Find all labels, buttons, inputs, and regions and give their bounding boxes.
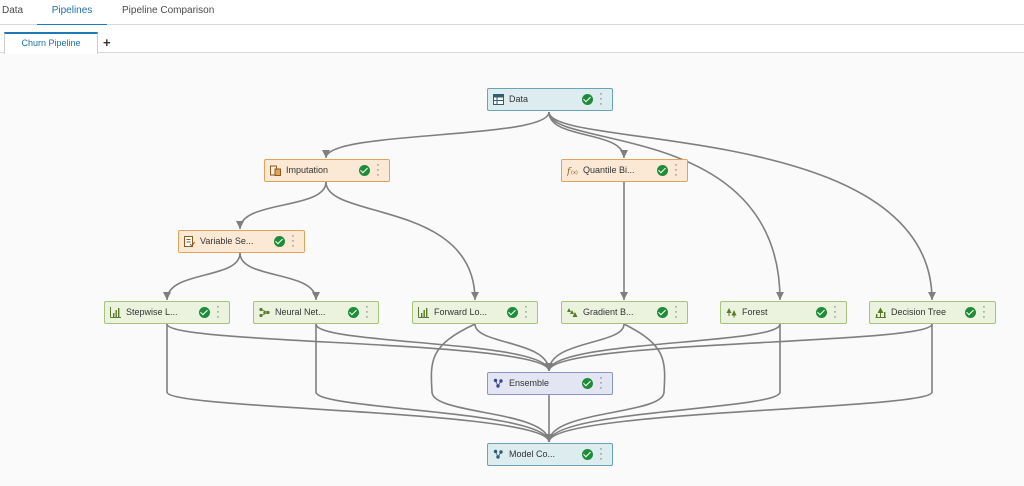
node-label: Forest [742, 307, 768, 317]
node-label: Ensemble [509, 378, 550, 388]
node-label: Imputation [286, 165, 329, 175]
more-options-icon[interactable]: ··· [365, 301, 369, 323]
node-label: Neural Net... [275, 307, 326, 317]
edge-neural-ensemble [315, 323, 550, 372]
node-label: Data [509, 94, 529, 104]
edge-tree-ensemble [548, 323, 933, 372]
edge-data-forest [548, 111, 781, 301]
node-label: Decision Tree [891, 307, 947, 317]
edge-gradient-ensemble [548, 323, 625, 372]
edge-stepwise-compare [166, 324, 550, 443]
tab-pipeline-comparison[interactable]: Pipeline Comparison [122, 5, 215, 16]
top-tab-bar: Data Pipelines Pipeline Comparison [0, 0, 1024, 26]
more-options-icon[interactable]: ··· [376, 159, 380, 181]
edge-data-imputation [325, 111, 550, 159]
node-decision-tree[interactable]: Decision Tree ··· [869, 301, 996, 324]
node-forest[interactable]: Forest ··· [720, 301, 847, 324]
regression-icon [110, 307, 121, 318]
success-check-icon [657, 165, 668, 176]
edge-data-quantile [548, 111, 625, 159]
more-options-icon[interactable]: ··· [216, 301, 220, 323]
success-check-icon [348, 307, 359, 318]
node-variable-selection[interactable]: Variable Se... ··· [178, 230, 305, 253]
more-options-icon[interactable]: ··· [524, 301, 528, 323]
node-gradient-boosting[interactable]: Gradient B... ··· [561, 301, 688, 324]
pipeline-tab-bar: Churn Pipeline + [0, 25, 1024, 54]
edge-forward-compare [430, 323, 550, 443]
edge-variable-stepwise [166, 252, 241, 301]
node-forward-logistic[interactable]: Forward Lo... ··· [412, 301, 538, 324]
more-options-icon[interactable]: ··· [599, 443, 603, 465]
edge-data-tree [548, 111, 933, 301]
model-comparison-icon [493, 449, 503, 459]
success-check-icon [582, 449, 593, 460]
node-stepwise-logistic[interactable]: Stepwise L... ··· [104, 301, 230, 324]
success-check-icon [965, 307, 976, 318]
node-label: Quantile Bi... [583, 165, 635, 175]
node-imputation[interactable]: Imputation ··· [264, 159, 390, 182]
svg-text:(x): (x) [571, 170, 578, 176]
node-label: Stepwise L... [126, 307, 178, 317]
edge-forest-compare [548, 324, 781, 443]
edge-neural-compare [315, 324, 550, 443]
add-pipeline-button[interactable]: + [103, 35, 111, 50]
success-check-icon [816, 307, 827, 318]
tab-churn-pipeline[interactable]: Churn Pipeline [4, 32, 98, 54]
svg-text:f: f [567, 167, 572, 176]
node-quantile-binning[interactable]: f(x) Quantile Bi... ··· [561, 159, 688, 182]
decision-tree-icon [875, 307, 886, 318]
node-data[interactable]: Data ··· [487, 88, 613, 111]
neural-network-icon [259, 307, 270, 318]
imputation-icon [270, 165, 281, 176]
node-label: Forward Lo... [434, 307, 488, 317]
more-options-icon[interactable]: ··· [833, 301, 837, 323]
more-options-icon[interactable]: ··· [599, 88, 603, 110]
edge-forest-ensemble [548, 323, 781, 372]
tab-data[interactable]: Data [2, 5, 24, 16]
function-icon: f(x) [567, 167, 578, 176]
node-neural-network[interactable]: Neural Net... ··· [253, 301, 379, 324]
node-model-comparison[interactable]: Model Co... ··· [487, 443, 613, 466]
node-label: Variable Se... [200, 236, 254, 246]
more-options-icon[interactable]: ··· [674, 159, 678, 181]
success-check-icon [274, 236, 285, 247]
success-check-icon [507, 307, 518, 318]
ensemble-icon [493, 378, 503, 388]
regression-icon [418, 307, 429, 318]
variable-selection-icon [184, 236, 195, 247]
edge-forward-ensemble [474, 323, 550, 372]
edge-imputation-forward [325, 181, 476, 301]
success-check-icon [657, 307, 668, 318]
gradient-boosting-icon [567, 308, 578, 317]
more-options-icon[interactable]: ··· [982, 301, 986, 323]
success-check-icon [582, 94, 593, 105]
node-ensemble[interactable]: Ensemble ··· [487, 372, 613, 395]
node-label: Gradient B... [583, 307, 634, 317]
success-check-icon [199, 307, 210, 318]
more-options-icon[interactable]: ··· [674, 301, 678, 323]
node-label: Model Co... [509, 449, 556, 459]
table-icon [493, 94, 504, 105]
edge-imputation-variable [239, 181, 327, 230]
success-check-icon [359, 165, 370, 176]
more-options-icon[interactable]: ··· [599, 372, 603, 394]
edge-gradient-compare [548, 323, 666, 443]
edge-tree-compare [548, 324, 933, 443]
forest-icon [726, 308, 737, 318]
edge-stepwise-ensemble [166, 323, 550, 372]
edge-variable-neural [239, 252, 317, 301]
success-check-icon [582, 378, 593, 389]
more-options-icon[interactable]: ··· [291, 230, 295, 252]
